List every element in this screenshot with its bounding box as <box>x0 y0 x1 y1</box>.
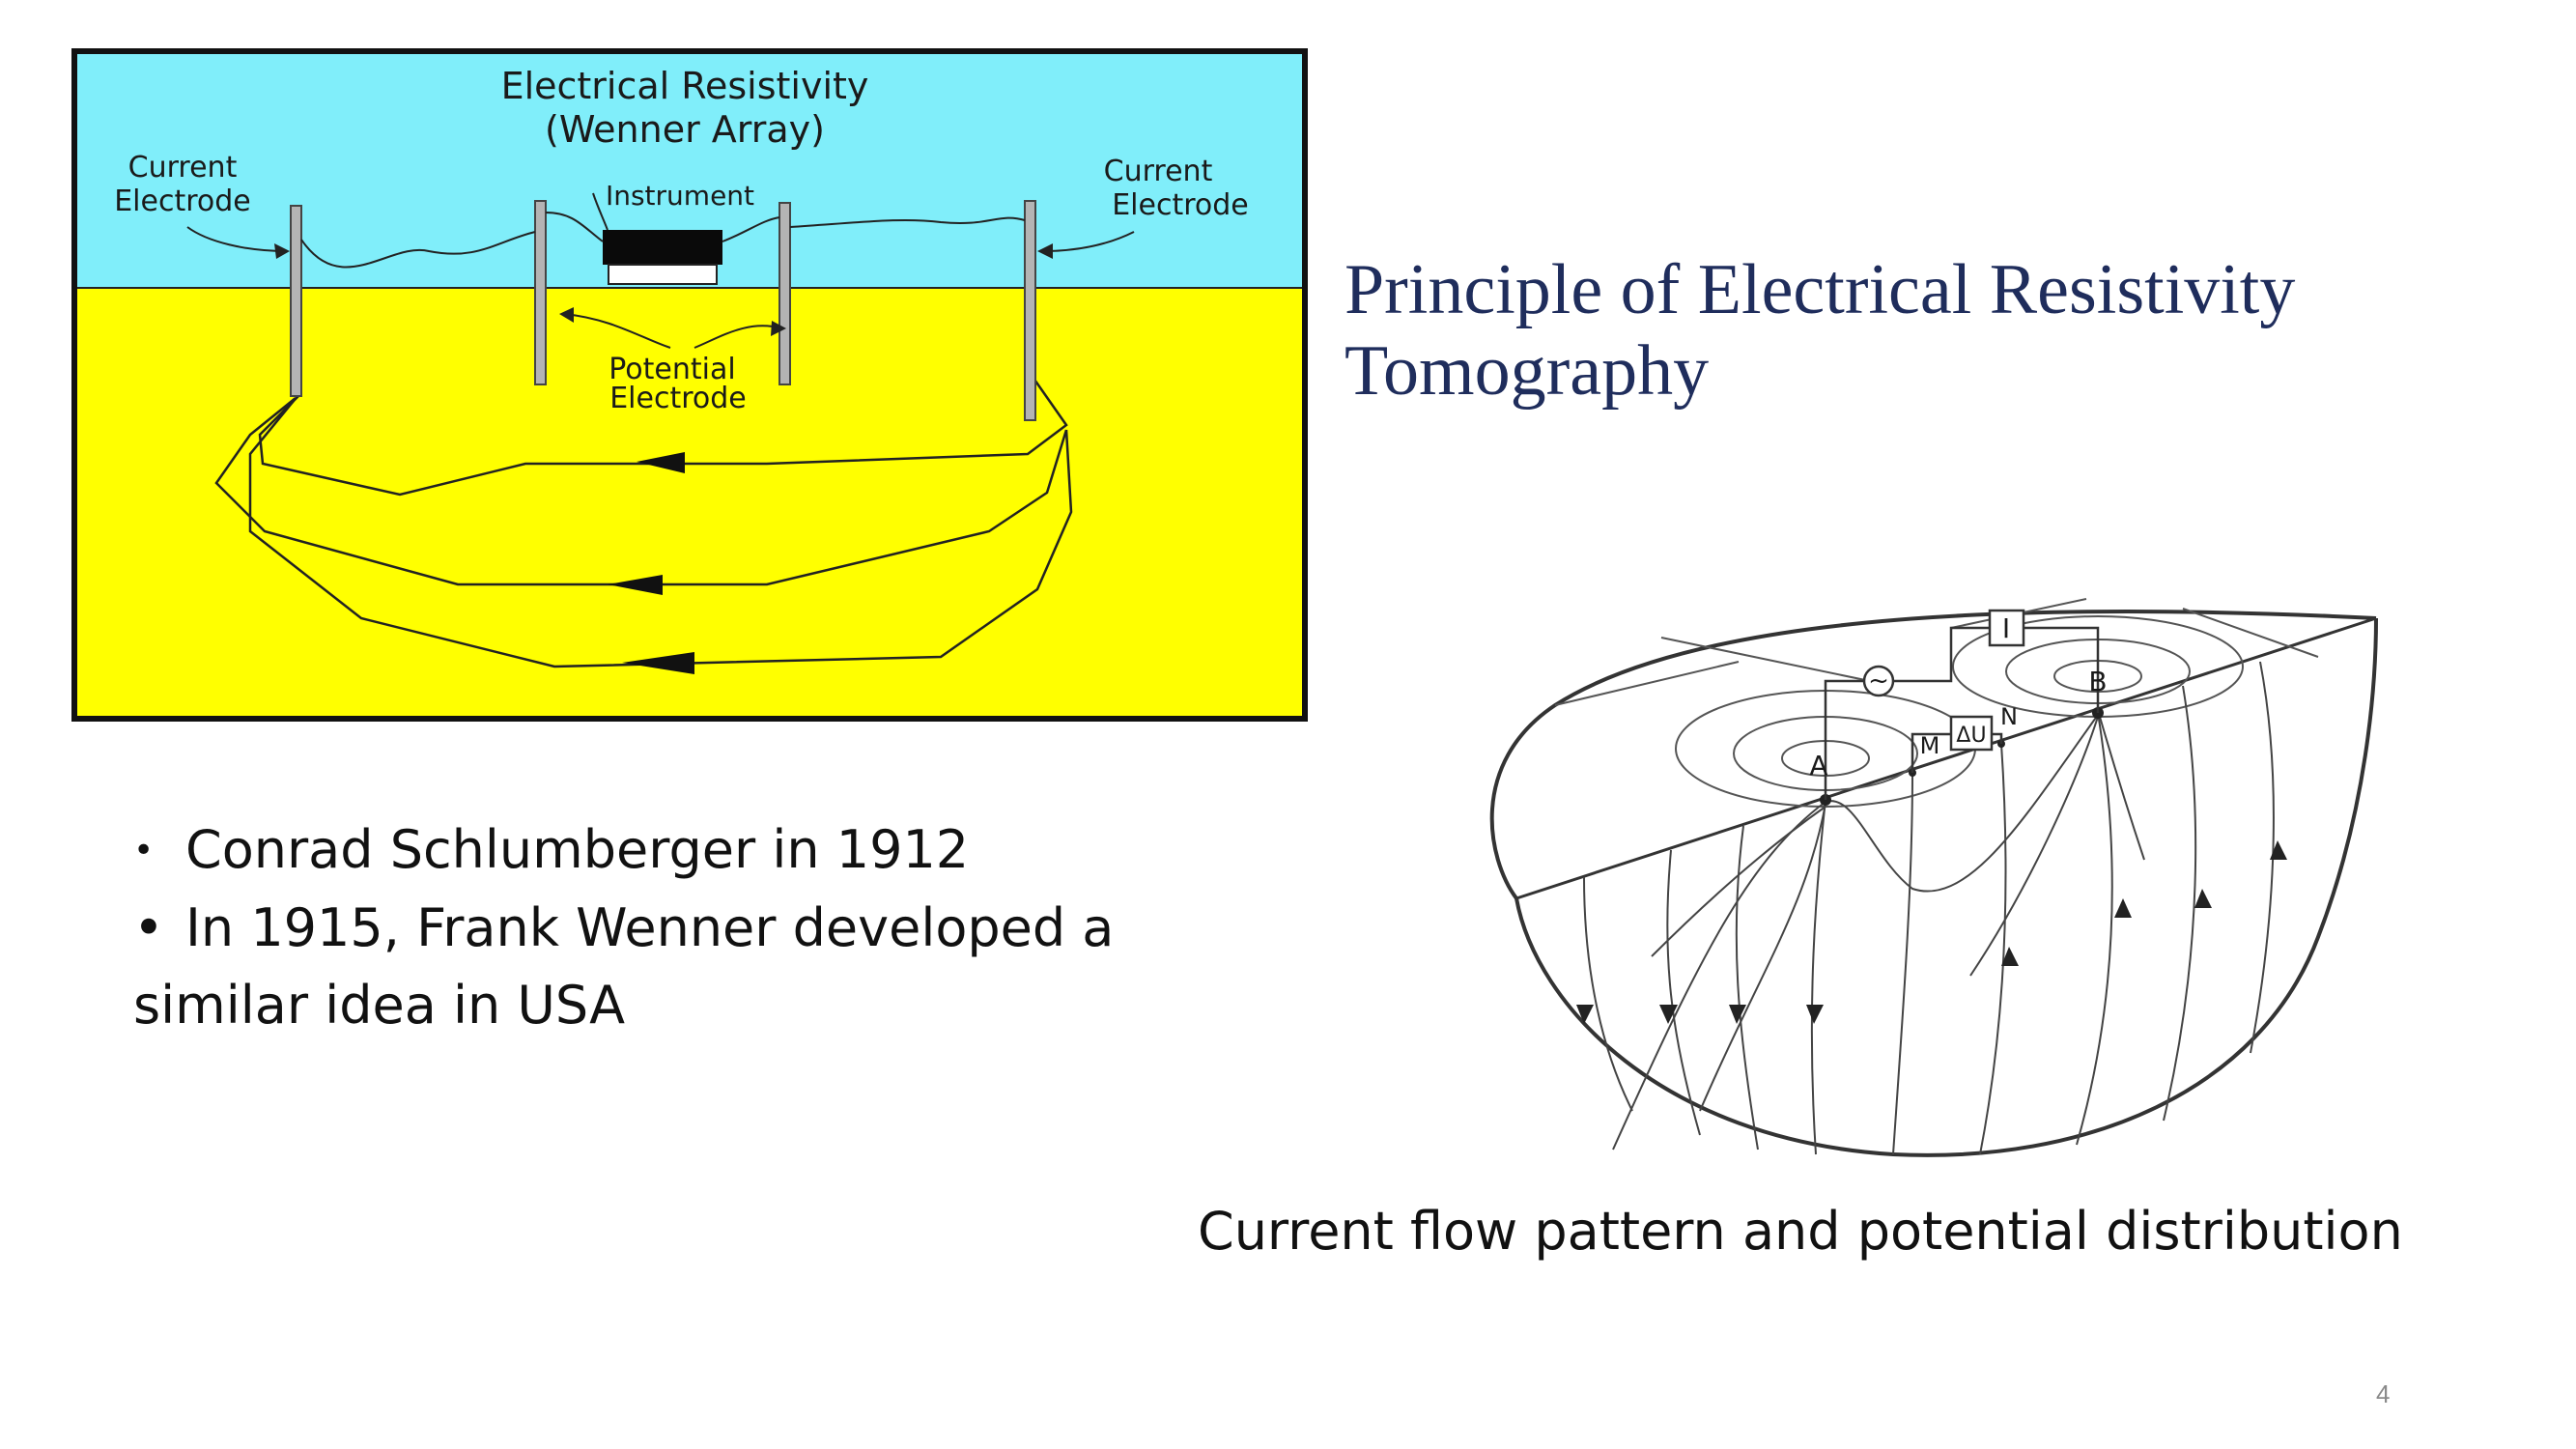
electrode-n-label: N <box>2000 703 2018 730</box>
arrowhead-1 <box>637 452 685 473</box>
potential-label-line2: Electrode <box>609 382 747 415</box>
bullet-marker: • <box>133 897 164 958</box>
annotation-arrowheads <box>274 243 1053 336</box>
electrode-b-label: B <box>2088 666 2107 697</box>
arrowhead-2 <box>608 575 663 595</box>
voltage-symbol: ΔU <box>1956 724 1986 748</box>
right-current-label-line1: Current <box>1104 155 1213 188</box>
bullet-text: In 1915, Frank Wenner developed a <box>185 897 1115 958</box>
bullet-item: • Conrad Schlumberger in 1912 <box>133 811 1234 890</box>
slide-title-line2: Tomography <box>1345 331 1710 411</box>
electrodes <box>290 200 1036 421</box>
instrument-base <box>608 264 718 285</box>
current-flow-lines <box>214 376 1073 668</box>
figure-caption: Current flow pattern and potential distr… <box>1198 1201 2403 1262</box>
potential-label-line1: Potential <box>609 353 735 386</box>
ground-region <box>74 288 1305 719</box>
surface-equipotentials <box>1554 598 2319 808</box>
bullet-text: Conrad Schlumberger in 1912 <box>185 819 970 880</box>
left-current-electrode <box>290 205 302 397</box>
circuit-wires <box>1824 626 2100 800</box>
wenner-title-line1: Electrical Resistivity <box>501 65 869 107</box>
flow-line-inner <box>258 376 1068 497</box>
current-symbol: I <box>2002 612 2010 644</box>
voltmeter-box <box>1949 715 1994 752</box>
hemisphere-outline <box>1489 610 2378 1157</box>
diagram-frame <box>71 48 1308 722</box>
bullet-list: • Conrad Schlumberger in 1912 • In 1915, F… <box>133 811 1234 1044</box>
bullet-item: • In 1915, Frank Wenner developed a <box>133 890 1234 967</box>
cross-section-field-lines <box>1583 661 2275 1155</box>
flow-arrowheads <box>608 452 694 674</box>
power-source-icon <box>1862 665 1895 697</box>
left-current-label-line2: Electrode <box>114 185 251 218</box>
left-potential-electrode <box>534 200 547 385</box>
slide-title: Principle of Electrical Resistivity Tomo… <box>1345 249 2504 412</box>
flow-line-middle <box>214 397 1068 586</box>
current-flow-hemisphere-diagram: ~ I ΔU A M N B <box>1489 598 2378 1157</box>
instrument <box>603 230 722 285</box>
bullet-continuation-text: similar idea in USA <box>133 975 626 1036</box>
wenner-title-line2: (Wenner Array) <box>545 108 825 151</box>
right-current-electrode <box>1024 200 1036 421</box>
wenner-array-diagram: Electrical Resistivity (Wenner Array) Cu… <box>71 48 1308 722</box>
flow-line-outer <box>248 400 1073 668</box>
electrode-m-label: M <box>1920 732 1940 759</box>
flow-arrowheads <box>1576 840 2287 1024</box>
page-number: 4 <box>2376 1379 2391 1408</box>
left-current-label-line1: Current <box>128 151 238 185</box>
instrument-body <box>603 230 722 265</box>
ammeter-box <box>1988 609 2025 647</box>
power-source-symbol: ~ <box>1868 667 1889 696</box>
electrode-a-label: A <box>1809 750 1827 781</box>
right-current-label-line2: Electrode <box>1112 188 1249 222</box>
slide-title-line1: Principle of Electrical Resistivity <box>1345 250 2296 329</box>
wires <box>300 212 1026 269</box>
right-potential-electrode <box>778 202 791 385</box>
circuit-symbols: ~ I ΔU <box>1862 609 2025 752</box>
arrowhead-3 <box>622 652 694 674</box>
bullet-marker: • <box>133 831 155 870</box>
instrument-label: Instrument <box>606 180 754 212</box>
